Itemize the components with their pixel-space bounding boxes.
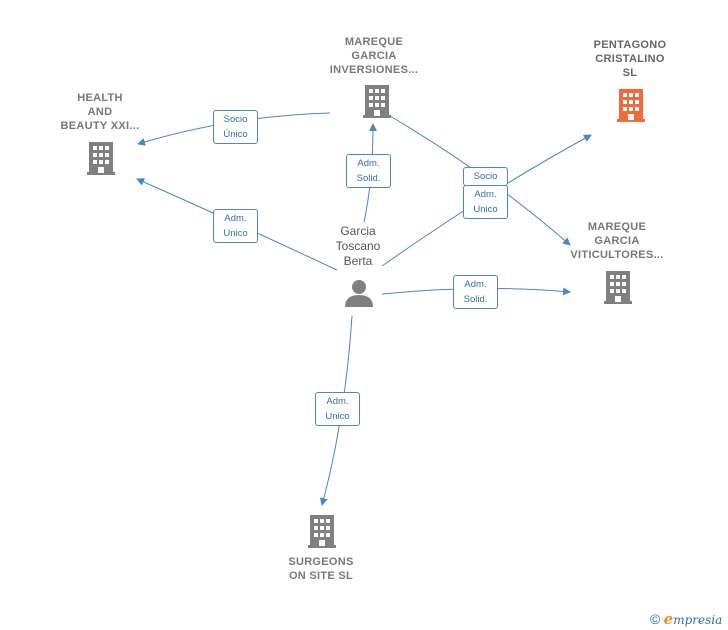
building-icon[interactable] <box>308 515 336 548</box>
person-icon[interactable] <box>345 280 373 307</box>
node-label-health-beauty[interactable]: HEALTH AND BEAUTY XXI... <box>60 92 140 132</box>
edge-label-adm-solid-top[interactable]: Adm. Solid. <box>346 154 391 188</box>
building-icon[interactable] <box>87 142 115 175</box>
edge-label-socio[interactable]: Socio <box>463 167 508 186</box>
building-icon[interactable] <box>363 85 391 118</box>
edge-label-adm-unico-right[interactable]: Adm. Unico <box>463 185 508 219</box>
edge-label-adm-unico-bottom[interactable]: Adm. Unico <box>315 392 360 426</box>
edge-label-adm-solid-right[interactable]: Adm. Solid. <box>453 275 498 309</box>
edge-label-adm-unico-left[interactable]: Adm. Unico <box>213 209 258 243</box>
copyright-icon: © <box>650 611 661 627</box>
edge-label-socio-unico[interactable]: Socio Único <box>213 110 258 144</box>
node-label-mareque-viticultores[interactable]: MAREQUE GARCIA VITICULTORES... <box>570 221 664 261</box>
node-label-pentagono[interactable]: PENTAGONO CRISTALINO SL <box>593 39 667 79</box>
building-icon[interactable] <box>604 271 632 304</box>
footer-brand[interactable]: © empresia <box>650 610 722 628</box>
building-icon-highlight[interactable] <box>617 89 645 122</box>
brand-logo: empresia <box>663 610 723 628</box>
node-label-person[interactable]: Garcia Toscano Berta <box>335 224 381 268</box>
node-label-mareque-inversiones[interactable]: MAREQUE GARCIA INVERSIONES... <box>329 36 419 76</box>
node-label-surgeons[interactable]: SURGEONS ON SITE SL <box>288 556 354 582</box>
